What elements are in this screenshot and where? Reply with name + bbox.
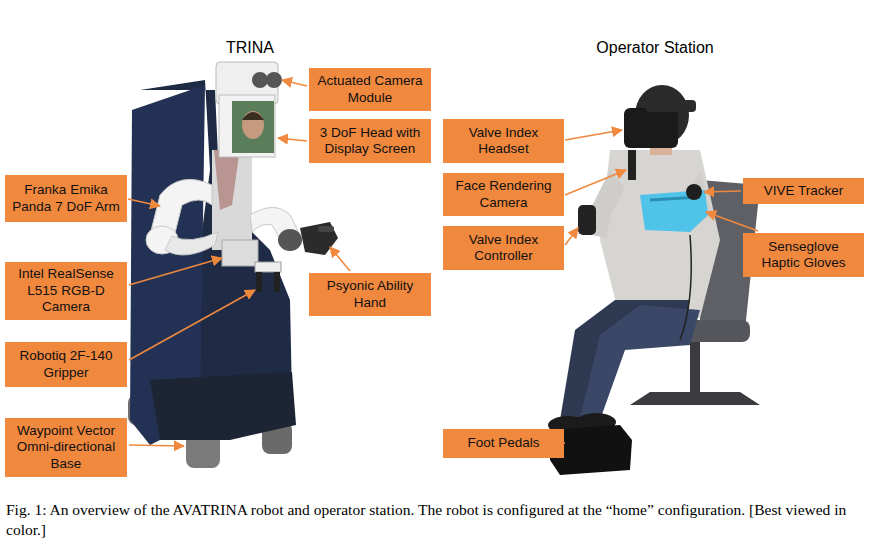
section-heading: TRINA — [226, 39, 274, 57]
callout-box: 3 DoF Head with Display Screen — [309, 119, 431, 163]
leader-line — [565, 228, 578, 245]
callout-text: Psyonic Ability Hand — [314, 278, 426, 311]
callout-text: Intel RealSense L515 RGB-D Camera — [10, 266, 122, 315]
leader-line — [278, 138, 307, 141]
callout-text: Waypoint Vector Omni-directional Base — [10, 423, 122, 472]
leader-line — [565, 130, 622, 140]
callout-text: Actuated Camera Module — [314, 73, 426, 106]
callout-box: Actuated Camera Module — [309, 68, 431, 111]
leader-line — [704, 191, 741, 192]
callout-box: Senseglove Haptic Gloves — [743, 233, 864, 277]
callout-text: Valve Index Headset — [448, 125, 559, 158]
leader-line — [129, 445, 184, 446]
callout-text: Face Rendering Camera — [448, 178, 559, 211]
figure-caption: Fig. 1: An overview of the AVATRINA robo… — [6, 500, 868, 540]
leader-line — [129, 258, 222, 285]
callout-text: 3 DoF Head with Display Screen — [314, 125, 426, 158]
callout-text: Valve Index Controller — [448, 232, 559, 265]
callout-text: Robotiq 2F-140 Gripper — [10, 348, 122, 381]
leader-line — [565, 170, 626, 195]
callout-box: Valve Index Controller — [443, 226, 564, 270]
callout-box: Foot Pedals — [443, 429, 564, 458]
callout-box: Franka Emika Panda 7 DoF Arm — [5, 175, 127, 222]
callout-box: Valve Index Headset — [443, 119, 564, 163]
callout-text: VIVE Tracker — [764, 183, 844, 199]
callout-text: Franka Emika Panda 7 DoF Arm — [10, 182, 122, 215]
callout-box: Intel RealSense L515 RGB-D Camera — [5, 262, 127, 320]
leader-line — [330, 247, 350, 271]
callout-text: Foot Pedals — [467, 435, 539, 451]
callout-box: Face Rendering Camera — [443, 173, 564, 216]
callout-box: Waypoint Vector Omni-directional Base — [5, 418, 127, 477]
leader-line — [129, 290, 255, 360]
leader-line — [282, 80, 307, 86]
robot-illustration — [128, 62, 338, 468]
leader-line — [706, 212, 758, 231]
leader-group — [128, 80, 758, 446]
section-heading: Operator Station — [596, 39, 713, 57]
callout-box: VIVE Tracker — [743, 178, 864, 204]
callout-text: Senseglove Haptic Gloves — [748, 239, 859, 272]
callout-box: Psyonic Ability Hand — [309, 273, 431, 316]
operator-illustration — [548, 85, 760, 475]
leader-line — [128, 199, 160, 206]
callout-box: Robotiq 2F-140 Gripper — [5, 342, 127, 387]
